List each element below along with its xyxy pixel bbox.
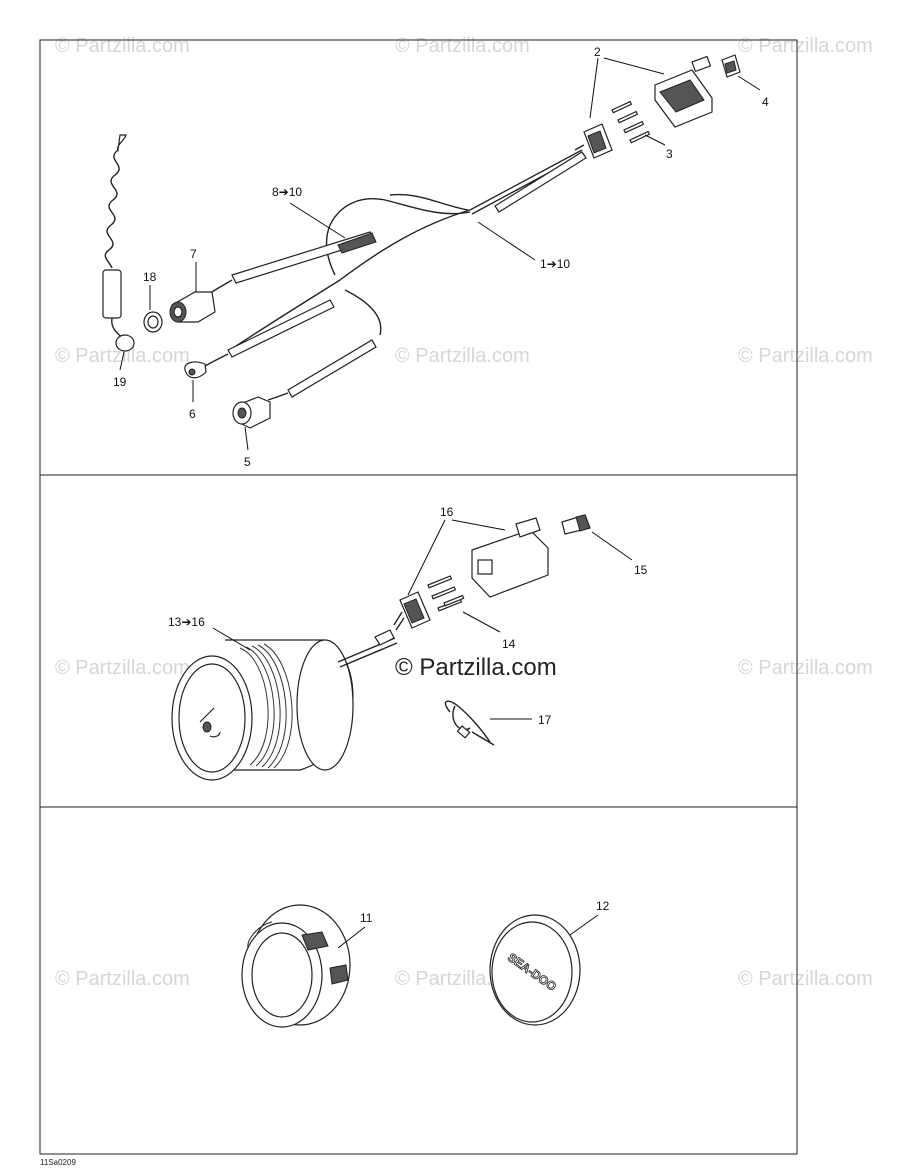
callout-16: 16 [440, 505, 454, 519]
harness-sleeve-band [337, 232, 377, 254]
watermark: © Partzilla.com [395, 345, 530, 367]
callout-5: 5 [244, 455, 251, 469]
watermark-main: © Partzilla.com [395, 654, 557, 681]
gauge-connector-housing [393, 591, 431, 631]
callout-leaders [119, 57, 761, 451]
gauge-needle-icon [199, 707, 221, 738]
callout-19: 19 [113, 375, 127, 389]
callout-2: 2 [594, 45, 601, 59]
wire-5 [267, 392, 289, 401]
watermark: © Partzilla.com [55, 968, 190, 990]
gauge-connector [471, 517, 549, 598]
drawing-code: 11Sa0209 [40, 1158, 76, 1167]
lanyard-clip [115, 334, 135, 352]
harness-branch [344, 289, 382, 336]
callout-12: 12 [596, 899, 610, 913]
ring-terminal [184, 361, 207, 379]
lanyard-key [102, 269, 122, 319]
diagram-frame [39, 39, 798, 1155]
lanyard-cord [102, 134, 135, 352]
callout-3: 3 [666, 147, 673, 161]
main-connector [654, 55, 713, 128]
section-harness: 2 4 3 8➔10 1➔10 7 18 19 6 5 [102, 45, 769, 469]
wire-7 [211, 279, 233, 293]
callout-14: 14 [502, 637, 516, 651]
frame-border [39, 39, 798, 1155]
watermark: © Partzilla.com [55, 35, 190, 57]
gauge-face [178, 663, 246, 773]
temperature-sensor [232, 396, 271, 429]
callout-7: 7 [190, 247, 197, 261]
callout-18: 18 [143, 270, 157, 284]
callout-1-10: 1➔10 [540, 257, 570, 271]
callout-6: 6 [189, 407, 196, 421]
gauge-terminals [427, 575, 465, 612]
section-accessories: SEA-DOO 11 12 [241, 899, 610, 1028]
terminals [611, 100, 651, 144]
connector-lock [721, 54, 741, 78]
watermark: © Partzilla.com [738, 657, 873, 679]
watermark: © Partzilla.com [395, 35, 530, 57]
watermark: © Partzilla.com [738, 345, 873, 367]
callout-4: 4 [762, 95, 769, 109]
callout-leaders [212, 519, 633, 720]
watermark: © Partzilla.com [738, 968, 873, 990]
callout-13-16: 13➔16 [168, 615, 205, 629]
callout-8-10: 8➔10 [272, 185, 302, 199]
tie-wrap [444, 700, 495, 746]
harness-sleeve [494, 151, 587, 213]
harness-branch [326, 198, 471, 276]
watermark: © Partzilla.com [738, 35, 873, 57]
harness-sleeve [287, 339, 377, 398]
callout-leaders [337, 914, 599, 949]
watermark: © Partzilla.com [55, 657, 190, 679]
connector-housing [574, 123, 613, 159]
wire-6 [204, 353, 229, 367]
ring-nut [241, 904, 351, 1028]
watermark: © Partzilla.com [55, 345, 190, 367]
harness-trunk [229, 149, 583, 351]
gauge-cap: SEA-DOO [489, 914, 581, 1026]
section-gauge: 16 15 13➔16 14 17 © Partzilla.com [168, 505, 648, 781]
watermark-layer: © Partzilla.com © Partzilla.com © Partzi… [55, 35, 873, 990]
gauge [171, 629, 398, 781]
retaining-ring [143, 311, 163, 333]
callout-17: 17 [538, 713, 552, 727]
harness-sleeve [227, 299, 335, 358]
callout-15: 15 [634, 563, 648, 577]
callout-11: 11 [360, 911, 373, 925]
harness-branch [389, 193, 469, 211]
safety-switch [169, 291, 216, 323]
gauge-connector-lock [561, 514, 591, 535]
